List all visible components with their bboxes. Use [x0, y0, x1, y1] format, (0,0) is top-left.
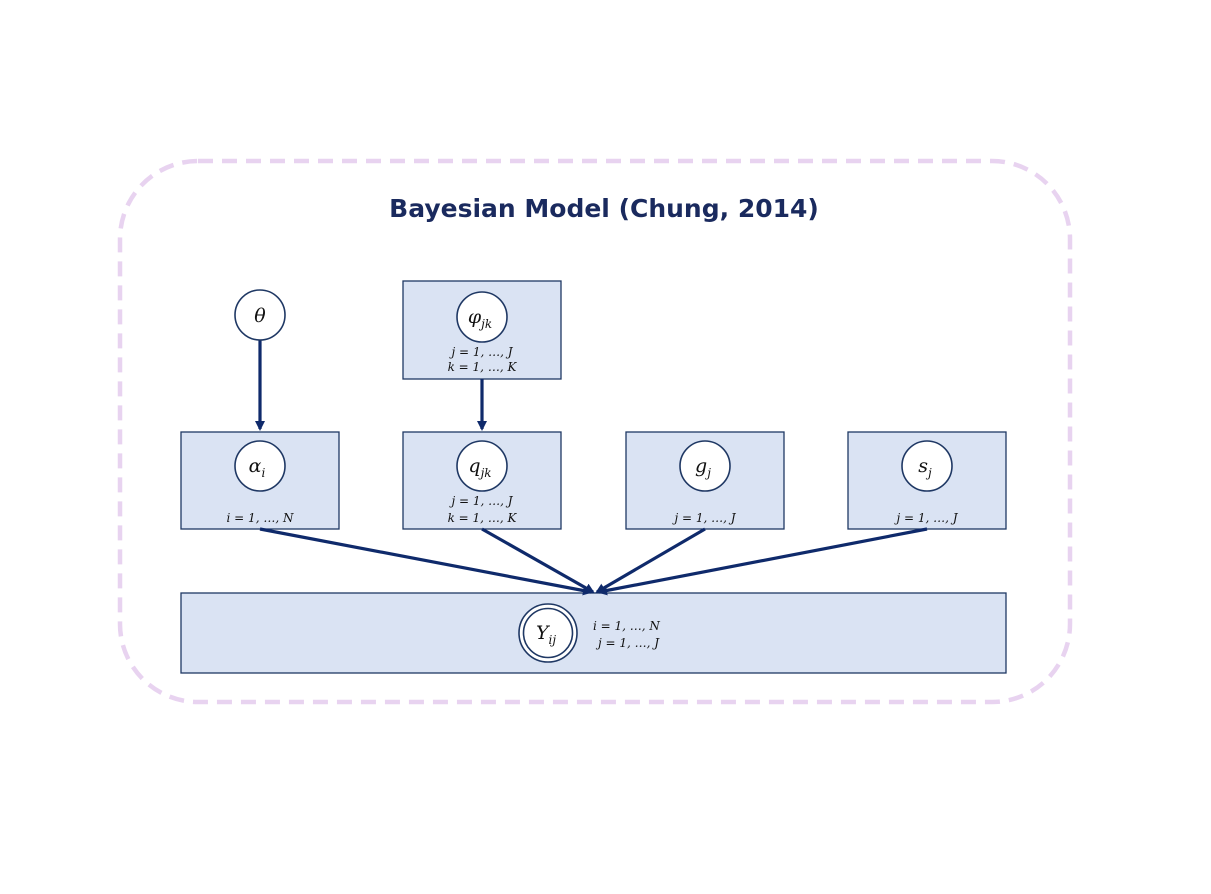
node-phi: φjk j = 1, …, J k = 1, …, K [448, 291, 518, 374]
node-q-label: qjk [468, 455, 491, 480]
node-theta-label: θ [254, 305, 266, 327]
node-s: sj j = 1, …, J [893, 440, 959, 525]
node-q: qjk j = 1, …, J k = 1, …, K [448, 440, 518, 525]
node-g: gj j = 1, …, J [671, 440, 737, 525]
diagram-title: Bayesian Model (Chung, 2014) [389, 194, 819, 223]
plate-q-range-j: j = 1, …, J [448, 494, 513, 508]
plate-phi-range-k: k = 1, …, K [448, 360, 518, 374]
plate-y [180, 592, 1007, 674]
node-s-label: sj [918, 455, 932, 480]
edge-s-y [597, 527, 928, 596]
plate-y-range-i: i = 1, …, N [593, 619, 660, 633]
plate-alpha-range-i: i = 1, …, N [227, 511, 294, 525]
plate-y-range-j: j = 1, …, J [595, 636, 660, 650]
node-theta: θ [234, 289, 286, 341]
edge-q-y [481, 527, 595, 594]
node-y: Yij i = 1, …, N j = 1, …, J [518, 603, 660, 663]
plate-g-range-j: j = 1, …, J [671, 511, 736, 525]
node-g-label: gj [695, 455, 711, 480]
node-y-label: Yij [536, 622, 556, 647]
node-alpha-label: αi [249, 455, 266, 480]
outer-dashed-frame [117, 158, 1073, 705]
edge-g-y [595, 527, 706, 594]
edge-alpha-y [259, 527, 593, 596]
plate-phi-range-j: j = 1, …, J [448, 345, 513, 359]
plate-q-range-k: k = 1, …, K [448, 511, 518, 525]
plate-s-range-j: j = 1, …, J [893, 511, 958, 525]
node-phi-label: φjk [468, 306, 492, 331]
node-alpha: αi i = 1, …, N [227, 440, 294, 525]
